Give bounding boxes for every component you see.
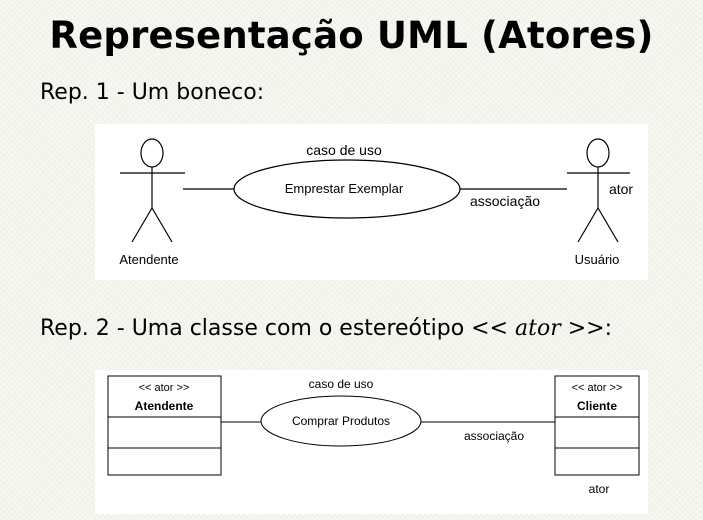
actor-right-leg — [597, 207, 619, 243]
rep1-diagram-panel: caso de uso Emprestar Exemplar associaçã… — [95, 124, 648, 280]
class-name-right: Cliente — [577, 399, 617, 413]
slide-title: Representação UML (Atores) — [49, 14, 654, 57]
rep2-heading: Rep. 2 - Uma classe com o estereótipo <<… — [40, 316, 612, 341]
rep1-heading: Rep. 1 - Um boneco: — [40, 80, 265, 105]
actor-name-left: Atendente — [119, 252, 178, 267]
class-stereotype-left: << ator >> — [139, 382, 190, 394]
rep2-diagram: << ator >> Atendente << ator >> Cliente … — [107, 375, 640, 496]
stick-figure-actor-right — [567, 138, 630, 243]
class-box-outline — [554, 375, 640, 476]
actor-left-leg — [131, 207, 153, 243]
rep1-diagram: caso de uso Emprestar Exemplar associaçã… — [119, 138, 633, 267]
actor-name-right: Usuário — [575, 252, 620, 267]
rep2-heading-stereotype: << ator >> — [471, 316, 605, 341]
use-case-label: caso de uso — [309, 377, 374, 391]
stick-figure-actor-left — [120, 138, 185, 243]
actor-label: ator — [609, 181, 633, 197]
use-case-ellipse — [260, 395, 422, 447]
association-label: associação — [470, 193, 540, 209]
use-case-name: Comprar Produtos — [292, 414, 390, 428]
use-case-label: caso de uso — [306, 142, 382, 158]
rep2-heading-suffix: : — [604, 316, 613, 341]
rep2-diagram-panel: << ator >> Atendente << ator >> Cliente … — [95, 370, 648, 514]
use-case-name: Emprestar Exemplar — [285, 181, 404, 196]
actor-head — [586, 138, 610, 168]
actor-class-box-right — [554, 375, 640, 476]
class-box-outline — [107, 375, 222, 476]
actor-label: ator — [589, 482, 610, 496]
class-name-left: Atendente — [135, 399, 194, 413]
actor-head — [140, 138, 164, 168]
rep2-heading-prefix: Rep. 2 - Uma classe com o estereótipo — [40, 316, 472, 341]
class-stereotype-right: << ator >> — [572, 382, 623, 394]
actor-left-leg — [577, 207, 599, 243]
actor-right-leg — [151, 207, 173, 243]
association-label: associação — [464, 429, 524, 443]
actor-class-box-left — [107, 375, 222, 476]
use-case-ellipse — [233, 159, 461, 219]
